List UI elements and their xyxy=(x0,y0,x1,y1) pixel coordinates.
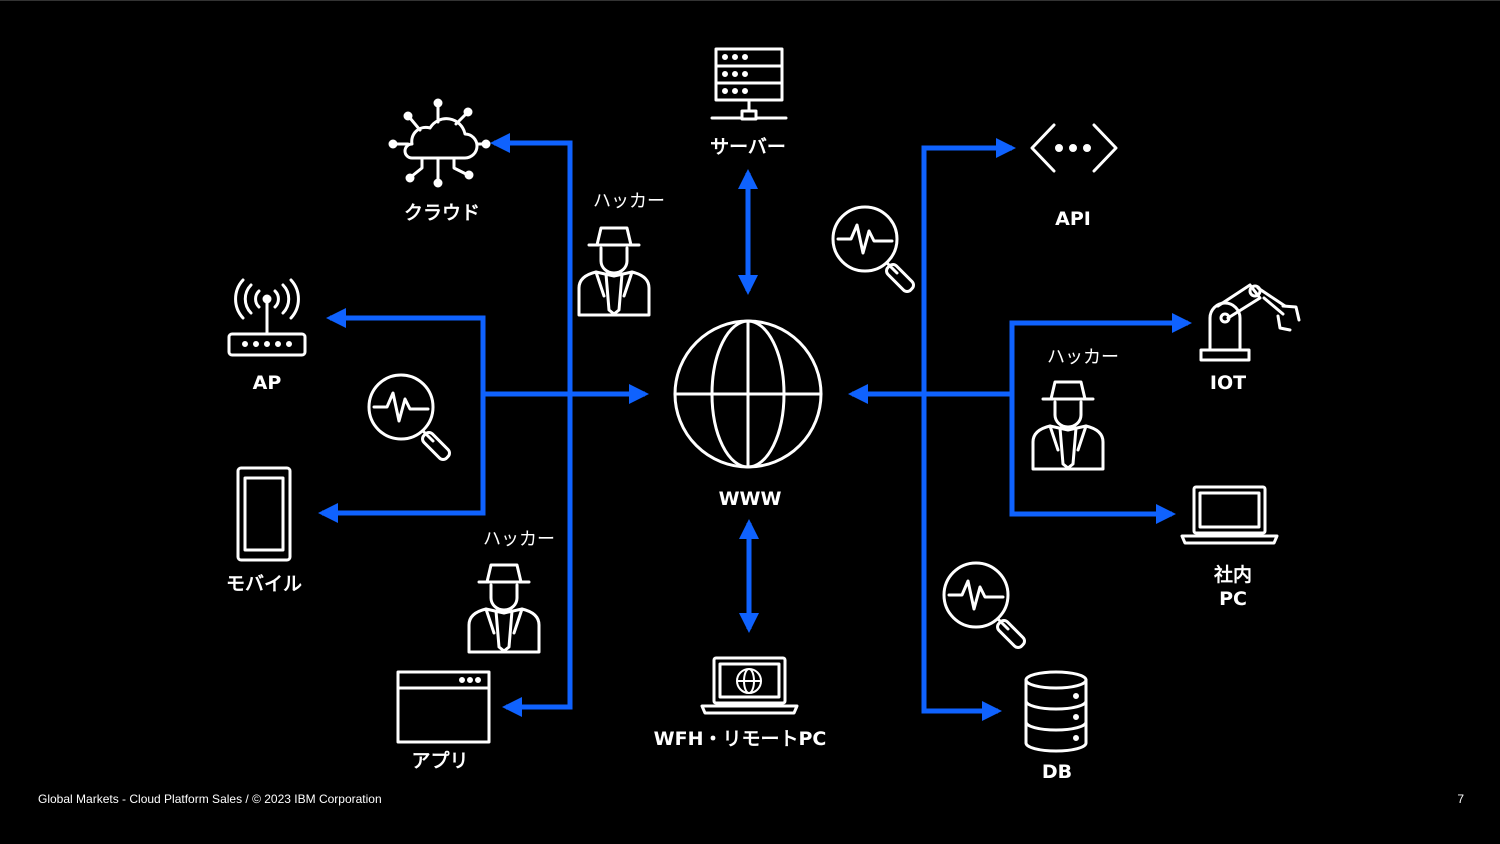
wfh-label: WFH・リモートPC xyxy=(653,728,827,750)
cloud-label: クラウド xyxy=(403,202,481,224)
server-label: サーバー xyxy=(710,136,786,158)
globe-icon xyxy=(673,319,823,469)
ap-label: AP xyxy=(252,372,282,394)
api-label: API xyxy=(1055,208,1091,230)
connector-to-db xyxy=(921,394,1002,721)
iot-label: IOT xyxy=(1209,372,1247,394)
connector-to-app xyxy=(502,394,573,717)
hacker-label-right: ハッカー xyxy=(1047,347,1119,368)
hacker-icon xyxy=(1031,380,1105,471)
app-window-icon xyxy=(396,670,491,744)
hacker-label-left: ハッカー xyxy=(483,529,555,550)
monitor-magnifier-icon xyxy=(942,561,1026,649)
hacker-icon xyxy=(577,226,651,317)
monitor-magnifier-icon xyxy=(831,205,915,293)
api-icon xyxy=(1030,123,1118,173)
server-icon xyxy=(710,47,788,121)
laptop-icon xyxy=(1180,485,1279,545)
www-label: WWW xyxy=(718,488,782,510)
connector-to-iot xyxy=(1009,313,1192,394)
top-border xyxy=(0,0,1500,1)
mobile-icon xyxy=(236,466,292,562)
connector-to-api xyxy=(921,138,1016,394)
connector-to-ap xyxy=(326,308,486,394)
router-icon xyxy=(227,278,307,357)
connector-to-cloud xyxy=(490,133,573,394)
mobile-label: モバイル xyxy=(225,573,303,595)
hacker-icon xyxy=(467,563,541,654)
cloud-icon xyxy=(388,98,491,188)
remote-laptop-icon xyxy=(700,656,799,715)
office-pc-label-line1: 社内 xyxy=(1213,564,1253,586)
db-label: DB xyxy=(1041,761,1073,783)
office-pc-label-line2: PC xyxy=(1219,588,1247,610)
connectors xyxy=(318,133,1192,721)
connector-to-office-pc xyxy=(1009,394,1176,524)
page-number: 7 xyxy=(1457,792,1464,806)
robot-arm-icon xyxy=(1199,283,1301,362)
app-label: アプリ xyxy=(411,750,469,772)
footer-text: Global Markets - Cloud Platform Sales / … xyxy=(38,792,382,806)
database-icon xyxy=(1024,670,1088,753)
connector-to-mobile xyxy=(318,394,486,523)
monitor-magnifier-icon xyxy=(367,373,451,461)
hacker-label-top: ハッカー xyxy=(593,191,665,212)
